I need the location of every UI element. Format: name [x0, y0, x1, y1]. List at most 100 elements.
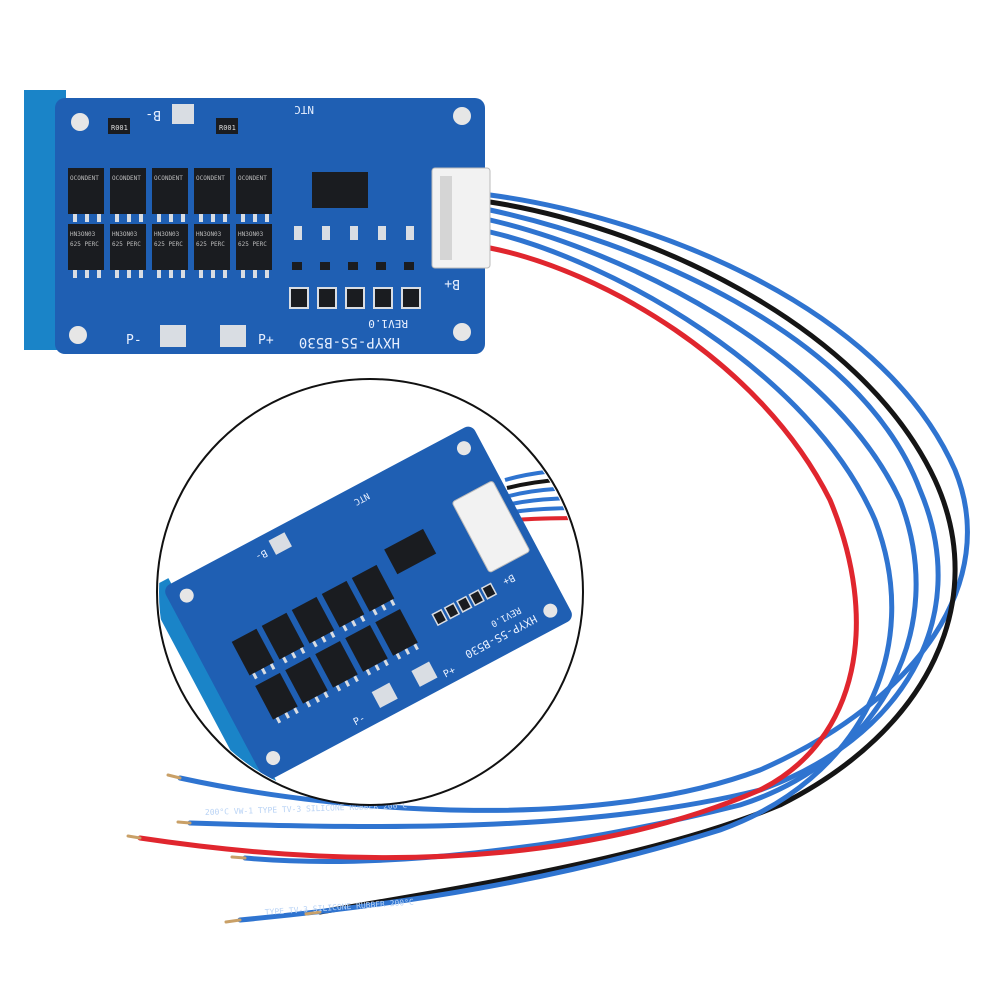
- mosfet-pin: [211, 214, 215, 222]
- mosfet: [110, 168, 146, 214]
- mosfet-pin: [115, 270, 119, 278]
- mosfet-pin: [342, 624, 348, 632]
- inset-p-minus-label: P-: [352, 713, 368, 728]
- mosfet-pin: [127, 214, 131, 222]
- mosfet: [291, 596, 335, 644]
- b-minus-label: B-: [145, 107, 161, 122]
- mosfet-marking: OCONDENT: [70, 175, 99, 182]
- p-minus-label: P-: [126, 333, 142, 348]
- mosfet-pin: [181, 270, 185, 278]
- balance-resistor: [345, 287, 365, 309]
- mosfet-marking: HN3ON03: [112, 231, 138, 238]
- inset-pad: [371, 682, 398, 708]
- balance-transistor: [320, 262, 330, 270]
- mosfet-pin: [73, 214, 77, 222]
- mosfet-pin: [97, 270, 101, 278]
- p-plus-label: P+: [258, 333, 274, 348]
- mosfet-pin: [73, 270, 77, 278]
- mosfet-pin: [269, 663, 276, 670]
- mosfet-marking: OCONDENT: [112, 175, 141, 182]
- mosfet-pin: [282, 656, 288, 664]
- wire-tip-5: [304, 910, 322, 916]
- mosfet-pin: [275, 716, 282, 724]
- mosfet: [351, 564, 395, 612]
- mosfet-pin: [351, 620, 357, 627]
- mosfet-pin: [372, 608, 378, 616]
- mosfet: [315, 640, 358, 688]
- wire-blue-1: [177, 192, 970, 813]
- mosfet: [255, 672, 298, 720]
- mosfet-pin: [365, 668, 372, 676]
- balance-resistor: [401, 287, 421, 309]
- balance-components: [289, 226, 421, 309]
- mosfet: [321, 580, 365, 628]
- revision-label: REV1.0: [368, 317, 408, 330]
- balance-chip: [294, 226, 302, 240]
- mosfet-pin: [199, 214, 203, 222]
- shunt-resistor: [108, 118, 130, 134]
- balance-resistor: [480, 582, 498, 600]
- mosfet-pin: [253, 270, 257, 278]
- mosfet-pin: [344, 680, 351, 687]
- mosfet-pin: [211, 270, 215, 278]
- mosfet-pin: [299, 647, 306, 654]
- balance-resistor: [431, 608, 448, 627]
- balance-resistor: [317, 287, 337, 309]
- mosfet-pin: [97, 214, 101, 222]
- wire-tip-3: [230, 855, 247, 860]
- mosfet: [236, 168, 272, 214]
- inset-p-plus-label: P+: [442, 665, 458, 680]
- inset-pad: [411, 661, 438, 687]
- mosfet: [152, 168, 188, 214]
- mosfet-pin: [321, 636, 327, 643]
- shunt-resistor: [216, 118, 238, 134]
- inset-wire: [512, 506, 581, 514]
- mosfet-pin: [374, 664, 381, 671]
- mosfet-pin: [181, 214, 185, 222]
- mosfet-pin: [305, 700, 312, 708]
- mosfet: [285, 656, 328, 704]
- mosfet-pin: [329, 631, 336, 639]
- mount-hole: [456, 441, 471, 456]
- mosfet-pin: [359, 615, 366, 623]
- balance-resistor: [468, 589, 485, 607]
- mount-hole: [453, 107, 471, 125]
- inset-b-minus-label: B-: [253, 547, 269, 562]
- wire-tip-2: [176, 820, 192, 825]
- control-ic: [312, 172, 368, 208]
- mosfet-marking: HN3ON03: [238, 231, 264, 238]
- wire-red: [137, 245, 859, 861]
- mosfet-pin: [115, 214, 119, 222]
- balance-transistor: [348, 262, 358, 270]
- mosfet: [194, 168, 230, 214]
- mosfet-marking: HN3ON03: [70, 231, 96, 238]
- mount-hole: [266, 751, 281, 766]
- mosfet-marking: HN3ON03: [196, 231, 222, 238]
- wire-tip-4: [126, 834, 142, 840]
- mosfet-pin: [169, 270, 173, 278]
- mosfet-pin: [127, 270, 131, 278]
- balance-chip: [378, 226, 386, 240]
- balance-chip: [406, 226, 414, 240]
- balance-connector-slot: [440, 176, 452, 260]
- mosfet-pin: [157, 214, 161, 222]
- balance-chip: [350, 226, 358, 240]
- inset-wire: [510, 496, 581, 506]
- mosfet-marking: 625 PERC: [112, 241, 141, 248]
- inset-mosfet-array: [231, 564, 498, 724]
- wire-tip-1: [166, 773, 182, 780]
- mosfet-pin: [85, 270, 89, 278]
- p-plus-pad: [220, 325, 246, 347]
- mosfet-marking: OCONDENT: [238, 175, 267, 182]
- mosfet-pin: [139, 270, 143, 278]
- mosfet-pin: [404, 648, 411, 655]
- mount-hole: [71, 113, 89, 131]
- mosfet: [68, 168, 104, 214]
- mosfet-pin: [139, 214, 143, 222]
- mosfet-pin: [223, 214, 227, 222]
- mosfet-pin: [265, 214, 269, 222]
- wire-blue-2: [187, 207, 941, 830]
- mount-hole: [179, 588, 194, 603]
- balance-resistor: [443, 602, 461, 620]
